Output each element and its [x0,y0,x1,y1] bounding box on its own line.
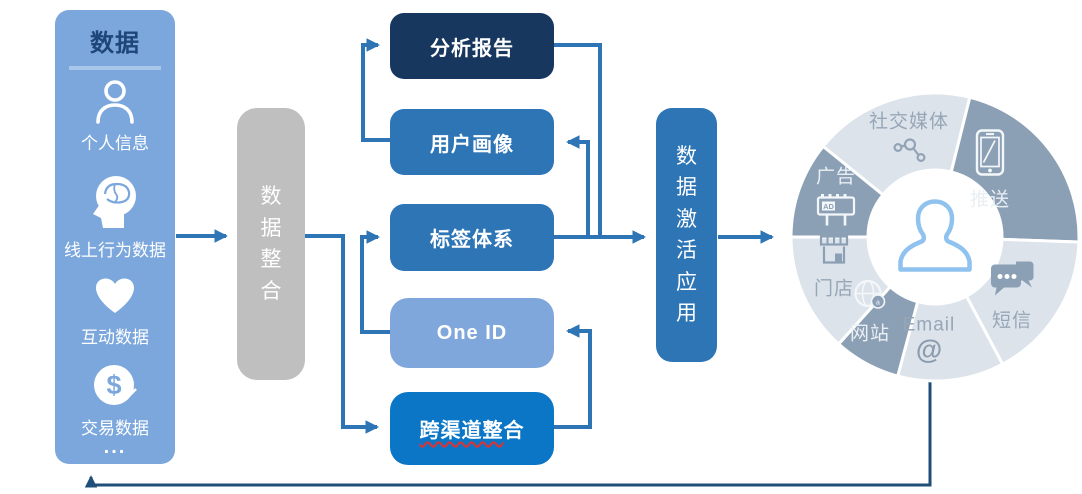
panel-ellipsis: ... [103,436,127,458]
touchpoint-ring: 社交媒体 推送 [788,90,1082,384]
data-activation-label: 数据激活应用 [676,144,697,326]
panel-divider [69,66,161,70]
ring-label-website: a 网站 [850,279,890,346]
share-network-icon [891,137,927,170]
tag-system-label: 标签体系 [430,229,514,251]
head-profile-icon [88,172,142,235]
ring-segment-6 [789,144,886,239]
ring-label-push: 推送 [970,129,1010,212]
data-activation-box: 数据激活应用 [656,108,717,362]
arrow-integration-to-crosschannel [305,234,380,434]
line-report-to-activation [554,43,602,235]
svg-text:a: a [876,300,880,307]
arrow-tags-to-profile [565,135,590,237]
ring-segment-1 [949,95,1081,244]
analysis-report-box: 分析报告 [390,13,554,79]
heart-icon [94,277,136,320]
svg-text:AD: AD [823,202,834,211]
globe-icon: a [853,279,887,316]
ring-label-sms: 短信 [989,260,1035,333]
panel-item-interaction-data: 互动数据 [81,328,149,347]
chat-bubbles-icon [989,260,1035,303]
user-profile-box: 用户画像 [390,109,554,175]
ring-label-ads: 广告 AD [815,162,857,233]
ring-segments-svg [789,91,1081,383]
smartphone-icon [975,129,1005,182]
arrow-oneid-to-tags [360,230,390,334]
billboard-icon: AD [815,192,857,233]
ring-label-email: Email @ [902,314,956,365]
cross-channel-box: 跨渠道整合 [390,392,554,465]
one-id-box: One ID [390,298,554,368]
svg-text:$: $ [106,370,121,400]
storefront-icon [817,234,851,271]
user-profile-label: 用户画像 [430,133,514,156]
at-sign-icon: @ [915,334,943,365]
data-integration-label: 数据整合 [260,185,282,303]
ring-label-store: 门店 [814,234,854,301]
ring-label-social-media: 社交媒体 [869,107,949,170]
cross-channel-label-tail: 合 [503,420,525,442]
panel-item-online-behavior: 线上行为数据 [64,241,166,260]
arrow-crosschannel-to-oneid [554,324,592,429]
dollar-coin-icon: $ [91,362,139,415]
panel-item-personal-info: 个人信息 [81,134,149,153]
arrow-profile-to-report [361,38,390,142]
data-sources-panel: 数据 个人信息 线上行为数据 互动数据 [55,10,175,464]
panel-title: 数据 [90,30,140,57]
data-integration-box: 数据整合 [237,108,305,380]
tag-system-box: 标签体系 [390,204,554,271]
user-silhouette-icon [896,196,974,285]
analysis-report-label: 分析报告 [430,37,514,60]
cross-channel-label-wavy: 跨渠道整 [419,420,504,442]
person-icon [92,78,138,131]
one-id-label: One ID [436,321,508,344]
